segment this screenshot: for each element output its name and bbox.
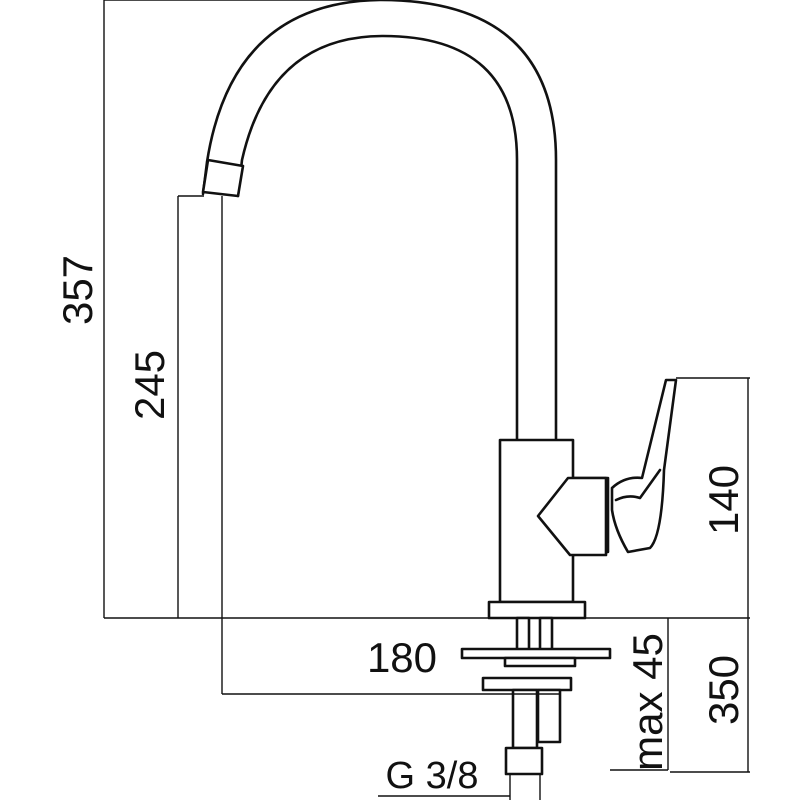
lever-handle <box>610 378 678 554</box>
hose-connector <box>504 746 544 776</box>
hose-right <box>536 688 562 744</box>
dim-max-deck: max 45 <box>624 633 671 771</box>
dim-spout-height: 245 <box>126 350 173 420</box>
dim-handle-height: 140 <box>700 465 747 535</box>
escutcheon <box>536 476 608 557</box>
dim-total-height: 357 <box>54 255 101 325</box>
locking-nut <box>481 676 573 692</box>
thread-size-label: G 3/8 <box>386 755 479 797</box>
faucet-outline <box>201 0 678 776</box>
spout-tube <box>236 34 519 442</box>
lever-handle-detail <box>614 468 662 502</box>
dim-spout-reach: 180 <box>367 634 437 681</box>
base-flange <box>487 600 587 620</box>
washer-collar <box>503 656 577 668</box>
spout-tube-outer <box>201 0 558 442</box>
dim-hose-length: 350 <box>700 655 747 725</box>
hose-left <box>511 688 539 750</box>
dimension-labels: 357 245 180 140 max 45 350 G 3/8 <box>54 255 747 797</box>
dimension-lines <box>103 0 750 800</box>
spout-aerator <box>201 158 245 198</box>
washer-plate <box>460 647 612 660</box>
